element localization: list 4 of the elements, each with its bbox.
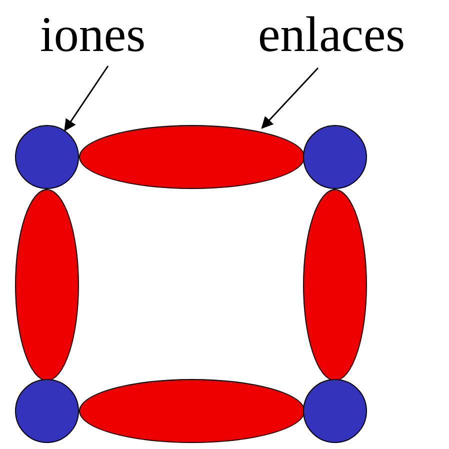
leader-arrow [261,67,319,129]
leader-arrow [64,66,109,132]
callout-label: iones [40,6,190,62]
callout-label: enlaces [258,6,448,62]
